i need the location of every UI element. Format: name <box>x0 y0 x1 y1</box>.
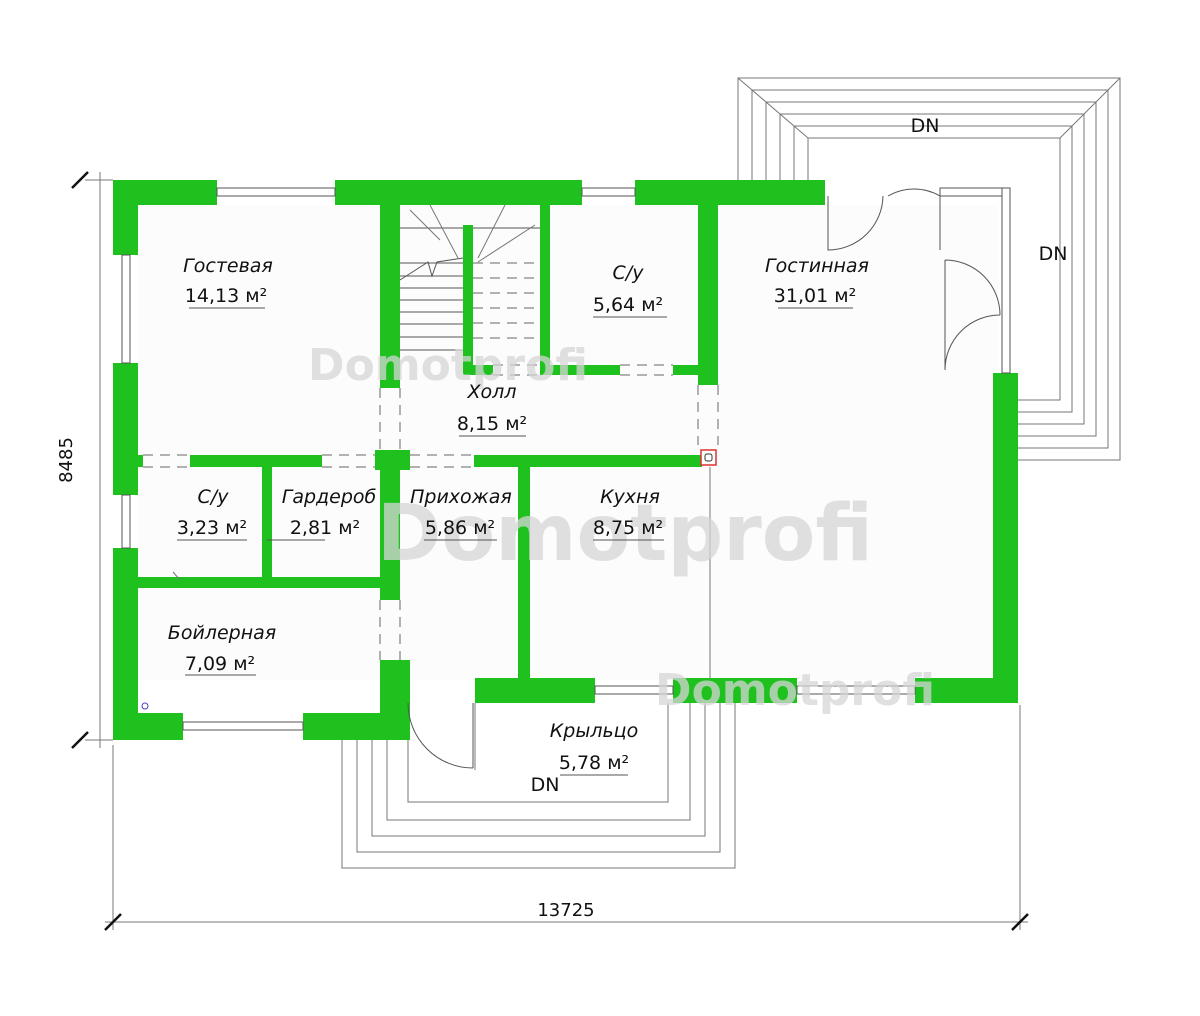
stairs-down-label: DN <box>911 115 940 137</box>
walls <box>113 180 1018 740</box>
openings <box>143 364 719 660</box>
room-area: 5,64 м² <box>593 294 663 316</box>
room-entryway: Прихожая 5,86 м² <box>410 486 512 541</box>
room-name: Крыльцо <box>550 720 638 742</box>
interior-stairs <box>399 204 540 351</box>
room-name: Гостевая <box>183 255 273 277</box>
room-wardrobe: Гардероб 2,81 м² <box>267 486 377 541</box>
watermark: Domotprofi <box>308 340 588 391</box>
windows <box>121 187 1011 731</box>
room-area: 31,01 м² <box>774 285 856 307</box>
room-name: С/у <box>198 486 230 508</box>
room-name: Кухня <box>600 486 660 508</box>
column-marker <box>700 449 717 466</box>
room-name: Гардероб <box>282 486 377 508</box>
room-bathroom-upper: С/у 5,64 м² <box>593 262 667 318</box>
room-kitchen: Кухня 8,75 м² <box>593 486 664 541</box>
room-name: Холл <box>467 381 517 403</box>
watermark: Domotprofi <box>655 665 935 716</box>
room-area: 5,78 м² <box>559 752 629 774</box>
watermarks: Domotprofi Domotprofi Domotprofi <box>308 340 935 716</box>
terrace-steps <box>737 77 1121 461</box>
height-dimension-label: 8485 <box>56 437 77 483</box>
room-name: Гостинная <box>765 255 869 277</box>
room-area: 7,09 м² <box>185 653 255 675</box>
room-boiler: Бойлерная 7,09 м² <box>168 622 276 676</box>
room-porch: Крыльцо 5,78 м² <box>550 720 638 776</box>
room-name: С/у <box>613 262 645 284</box>
room-area: 5,86 м² <box>425 517 495 539</box>
watermark: Domotprofi <box>377 489 873 579</box>
porch-steps <box>341 703 736 869</box>
room-area: 8,15 м² <box>457 413 527 435</box>
room-area: 2,81 м² <box>290 517 360 539</box>
stairs-down-label: DN <box>531 774 560 796</box>
room-living: Гостинная 31,01 м² <box>765 255 869 309</box>
room-bathroom-lower: С/у 3,23 м² <box>177 486 247 541</box>
width-dimension-label: 13725 <box>537 900 594 921</box>
doors <box>172 188 1001 769</box>
dimension-width: 13725 <box>104 705 1029 931</box>
room-name: Бойлерная <box>168 622 276 644</box>
room-hall: Холл 8,15 м² <box>457 381 527 437</box>
boiler-vent-icon <box>141 702 149 710</box>
room-area: 14,13 м² <box>185 285 267 307</box>
stairs-down-label: DN <box>1039 243 1068 265</box>
room-area: 8,75 м² <box>593 517 663 539</box>
dimension-height: 8485 <box>56 171 113 749</box>
room-guest: Гостевая 14,13 м² <box>183 255 273 309</box>
room-name: Прихожая <box>410 486 512 508</box>
column-icon <box>704 453 713 462</box>
room-area: 3,23 м² <box>177 517 247 539</box>
